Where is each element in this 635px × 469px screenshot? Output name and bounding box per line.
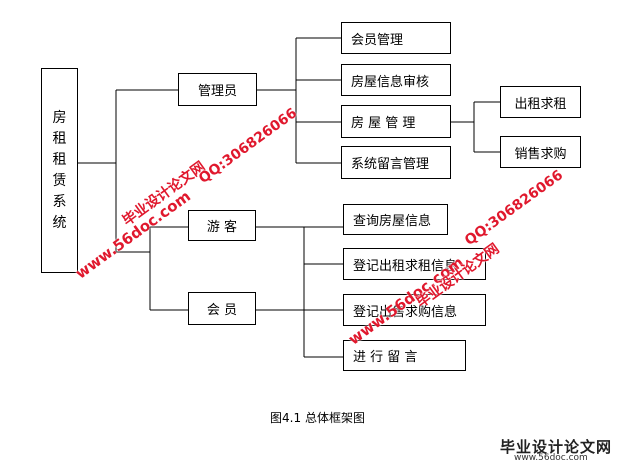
- member-function-node: 登记出售求购信息: [343, 294, 486, 326]
- role-member-node: 会 员: [188, 292, 256, 325]
- admin-function-node: 系统留言管理: [341, 146, 451, 179]
- visitor-function-node: 查询房屋信息: [343, 204, 448, 235]
- figure-caption: 图4.1 总体框架图: [270, 411, 365, 425]
- root-label-char: 赁: [52, 172, 67, 189]
- member-function-label: 进 行 留 言: [353, 350, 418, 365]
- role-member-label: 会 员: [206, 303, 238, 318]
- root-label: 房租租赁系统: [53, 108, 67, 234]
- member-function-label: 登记出售求购信息: [353, 304, 458, 320]
- member-function-node: 进 行 留 言: [343, 340, 466, 371]
- root-label-char: 租: [52, 151, 67, 168]
- root-label-char: 系: [52, 193, 67, 210]
- root-node: 房租租赁系统: [41, 68, 78, 273]
- admin-function-node: 房屋信息审核: [341, 64, 451, 96]
- visitor-function-label: 查询房屋信息: [353, 214, 432, 229]
- house-function-node: 出租求租: [500, 86, 581, 118]
- house-function-label: 出租求租: [514, 96, 567, 112]
- footer-logo: 毕业设计论文网 www.56doc.com: [500, 436, 630, 464]
- role-visitor-node: 游 客: [188, 210, 256, 241]
- admin-function-label: 系统留言管理: [351, 157, 430, 172]
- role-admin-node: 管理员: [178, 73, 257, 106]
- footer-site-url: www.56doc.com: [514, 453, 588, 463]
- member-function-node: 登记出租求租信息: [343, 248, 486, 280]
- role-visitor-label: 游 客: [206, 220, 238, 235]
- admin-function-node: 房 屋 管 理: [341, 105, 451, 138]
- admin-function-node: 会员管理: [341, 22, 451, 54]
- admin-function-label: 房 屋 管 理: [351, 116, 416, 131]
- root-label-char: 房: [52, 109, 67, 126]
- member-function-label: 登记出租求租信息: [353, 258, 458, 274]
- role-admin-label: 管理员: [197, 84, 237, 99]
- house-function-node: 销售求购: [500, 136, 581, 168]
- admin-function-label: 会员管理: [351, 32, 404, 48]
- footer-site-name: 毕业设计论文网: [500, 438, 613, 456]
- house-function-label: 销售求购: [514, 146, 567, 162]
- root-label-char: 租: [52, 130, 67, 147]
- root-label-char: 统: [52, 214, 67, 231]
- admin-function-label: 房屋信息审核: [351, 74, 430, 90]
